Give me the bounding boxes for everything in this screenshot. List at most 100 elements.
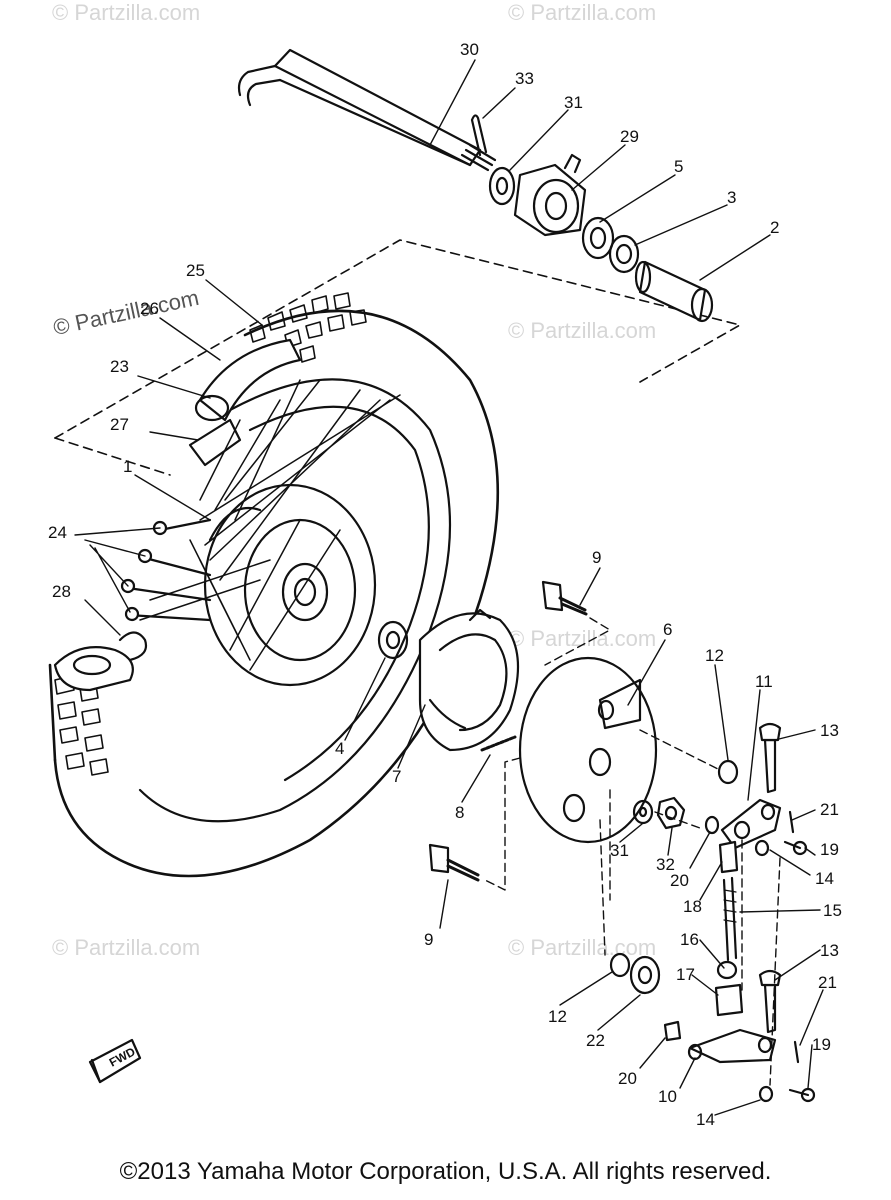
callout: 1	[123, 457, 132, 476]
washer	[663, 1020, 682, 1042]
callout: 15	[823, 901, 842, 920]
callout: 7	[392, 767, 401, 786]
washer	[609, 952, 631, 978]
assembly-outline	[54, 437, 171, 476]
oil-seal	[629, 955, 661, 995]
brake-plate-bolt	[541, 580, 588, 616]
callout: 27	[110, 415, 129, 434]
collar	[634, 260, 714, 323]
callout: 18	[683, 897, 702, 916]
hub	[203, 483, 377, 687]
callout: 20	[618, 1069, 637, 1088]
bearing	[385, 630, 401, 650]
nut	[758, 1085, 774, 1103]
callout: 11	[755, 672, 773, 691]
bolt	[758, 722, 782, 742]
callout: 12	[705, 646, 724, 665]
fwd-arrow	[88, 1038, 142, 1084]
callout: 24	[48, 523, 67, 542]
brake-plate	[518, 656, 658, 844]
leader-line	[74, 59, 824, 1116]
rod-joint	[718, 840, 739, 874]
callout: 31	[610, 841, 629, 860]
tire	[53, 309, 500, 878]
tire-tread	[249, 292, 367, 363]
inner-tube	[194, 394, 230, 422]
callout: 20	[670, 871, 689, 890]
watermark: © Partzilla.com	[508, 626, 657, 651]
valve	[118, 631, 148, 662]
callout: 29	[620, 127, 639, 146]
callout: 3	[727, 188, 736, 207]
copyright-notice: ©2013 Yamaha Motor Corporation, U.S.A. A…	[119, 1158, 772, 1185]
callout: 17	[676, 965, 695, 984]
bearing	[377, 620, 409, 660]
tire	[48, 663, 57, 762]
callout: 4	[335, 739, 344, 758]
tube-section	[72, 654, 112, 676]
cam-lever	[757, 1036, 773, 1054]
watermark: © Partzilla.com	[508, 935, 657, 960]
spring	[480, 735, 517, 752]
callout: 28	[52, 582, 71, 601]
pin	[800, 1087, 816, 1103]
callouts: 30 33 31 29 5 3 2 25 26 23 27 1 24 28 9 …	[48, 40, 842, 1129]
callout: 19	[812, 1035, 831, 1054]
callout: 32	[656, 855, 675, 874]
oil-seal	[637, 965, 653, 985]
watermark: © Partzilla.com	[52, 0, 201, 25]
washer	[632, 799, 654, 825]
nut	[716, 960, 738, 980]
callout: 2	[770, 218, 779, 237]
callout: 19	[820, 840, 839, 859]
cotter-pin	[788, 810, 795, 834]
callout: 9	[424, 930, 433, 949]
callout: 10	[658, 1087, 677, 1106]
washer	[704, 815, 720, 835]
rim	[248, 405, 430, 782]
callout: 22	[586, 1031, 605, 1050]
spoke-nipple	[126, 586, 212, 602]
cotter-pin	[470, 114, 488, 157]
nut	[754, 839, 770, 857]
rod-joint	[714, 983, 744, 1017]
callout: 26	[140, 299, 159, 318]
callout: 13	[820, 941, 839, 960]
callout: 33	[515, 69, 534, 88]
washer	[488, 166, 516, 206]
pin	[788, 1088, 810, 1097]
callout: 6	[663, 620, 672, 639]
watermark: © Partzilla.com	[508, 318, 657, 343]
callout: 23	[110, 357, 129, 376]
bearing	[589, 226, 607, 250]
inner-tube	[198, 338, 302, 422]
spoke-nipple	[143, 556, 212, 577]
cam-lever	[733, 820, 751, 840]
callout: 25	[186, 261, 205, 280]
watermark: © Partzilla.com	[52, 935, 201, 960]
brake-shoe	[418, 608, 520, 752]
callout: 16	[680, 930, 699, 949]
oil-seal	[608, 234, 640, 274]
cam-lever	[760, 803, 776, 821]
callout: 14	[815, 869, 834, 888]
tire-tread	[54, 675, 109, 776]
callout: 21	[820, 800, 839, 819]
nut	[664, 805, 678, 821]
nut	[656, 796, 686, 830]
pin	[783, 840, 802, 850]
assembly-line	[484, 617, 781, 1086]
washer	[638, 806, 648, 818]
callout: 5	[674, 157, 683, 176]
washer	[495, 176, 509, 196]
axle	[237, 48, 497, 172]
rim-band	[188, 418, 242, 467]
tube-section	[53, 646, 134, 692]
callout: 21	[818, 973, 837, 992]
oil-seal	[615, 243, 633, 265]
speedometer-gear-unit	[513, 153, 587, 237]
callout: 8	[455, 803, 464, 822]
watermark: © Partzilla.com	[508, 0, 657, 25]
spokes	[139, 379, 401, 671]
